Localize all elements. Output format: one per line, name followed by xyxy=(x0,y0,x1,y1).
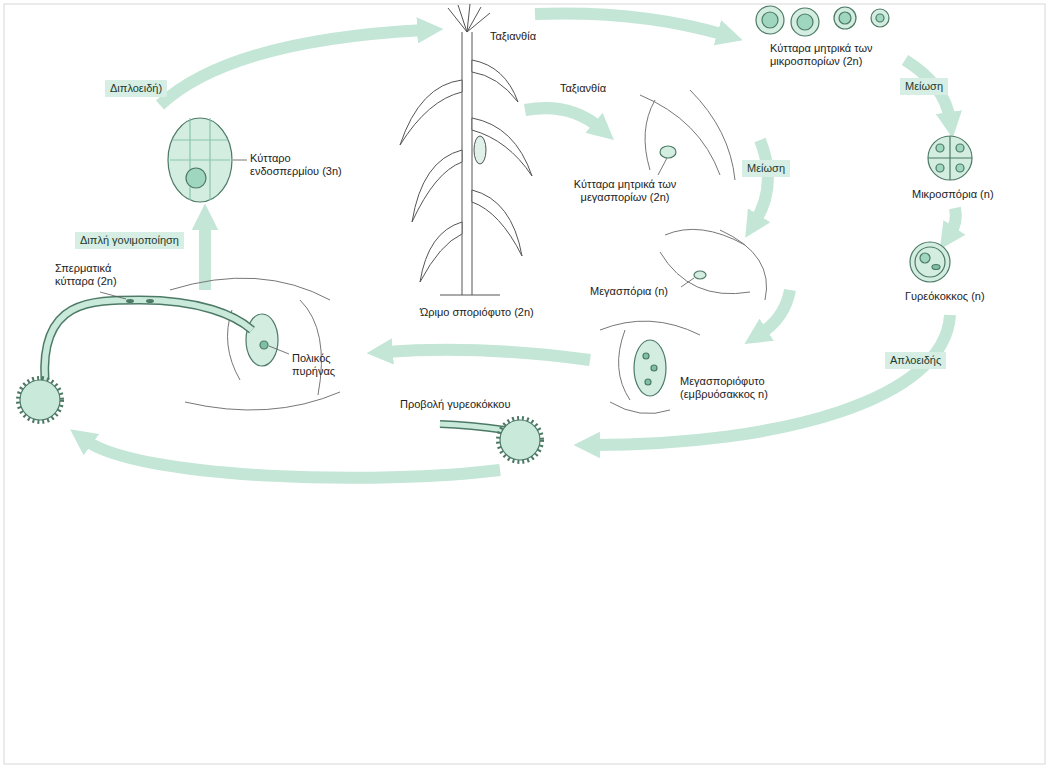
stage-label: Γυρεόκοκκος (n) xyxy=(905,290,985,303)
stage-band: Μείωση xyxy=(742,160,790,177)
band-text: Μείωση xyxy=(905,80,943,93)
stage-band: Μείωση xyxy=(900,78,948,95)
band-text: Διπλοειδή) xyxy=(110,82,162,95)
stage-label: Μεγασποριόφυτο (εμβρυόσακκος n) xyxy=(680,375,792,401)
stage-label: Σπερματικά κύτταρα (2n) xyxy=(55,262,135,288)
band-text: Μείωση xyxy=(747,162,785,175)
stage-label: Πολικός πυρήνας xyxy=(292,352,354,378)
stage-label: Κύτταρα μητρικά των μικροσπορίων (2n) xyxy=(770,42,890,68)
stage-label: Ταξιανθία xyxy=(560,82,606,95)
stage-label: Ταξιανθία xyxy=(490,30,536,43)
stage-label: Κύτταρο ενδοσπερμίου (3n) xyxy=(250,152,360,178)
band-text: Διπλή γονιμοποίηση xyxy=(80,234,179,247)
stage-label: Ώριμο σποριόφυτο (2n) xyxy=(420,306,534,319)
stage-band: Διπλή γονιμοποίηση xyxy=(75,232,184,249)
stage-label: Προβολή γυρεοκόκκου xyxy=(400,398,511,411)
stage-label: Μεγασπόρια (n) xyxy=(590,285,668,298)
stage-label: Κύτταρα μητρικά των μεγασπορίων (2n) xyxy=(560,178,690,204)
stage-band: Διπλοειδή) xyxy=(105,80,167,97)
stage-band: Απλοειδής xyxy=(885,352,946,369)
band-text: Απλοειδής xyxy=(890,354,941,367)
stage-label: Μικροσπόρια (n) xyxy=(912,188,994,201)
